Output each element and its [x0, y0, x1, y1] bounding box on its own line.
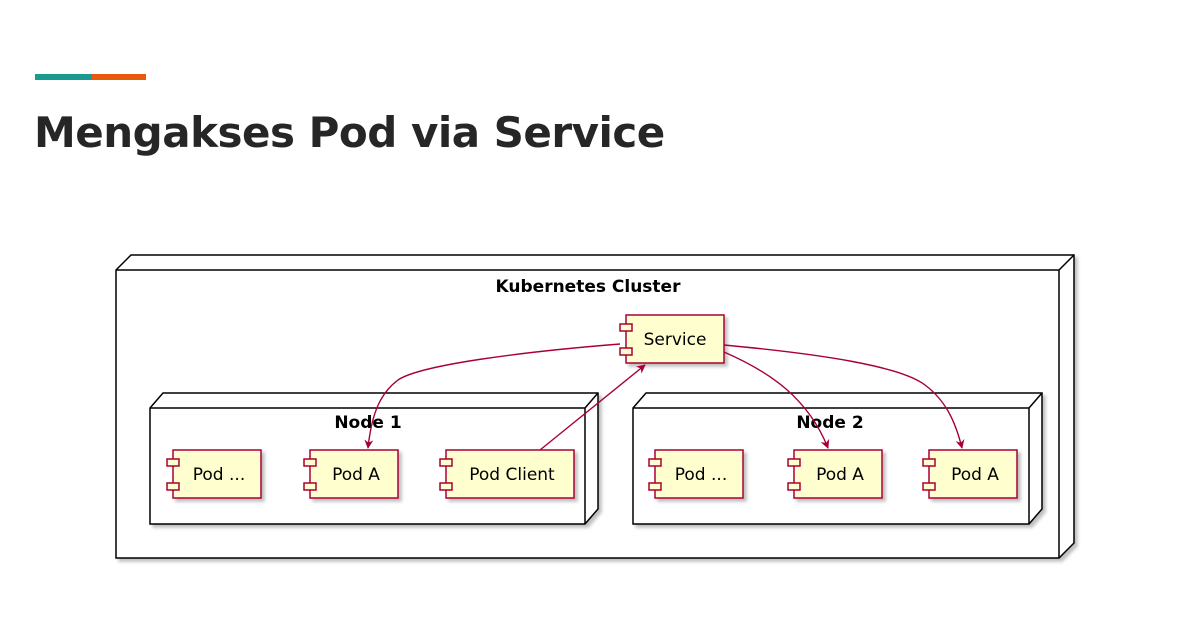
- node-2-pod-3: Pod A: [922, 449, 1018, 499]
- pod-label: Pod A: [332, 465, 380, 485]
- arrow-service-to-node2-pod-a-2: [723, 344, 965, 449]
- pod-label: Pod A: [951, 465, 999, 485]
- cluster-label: Kubernetes Cluster: [496, 277, 682, 297]
- pod-label: Pod Client: [469, 465, 555, 485]
- node-1-pod-3: Pod Client: [439, 449, 575, 499]
- pod-label: Pod ...: [675, 465, 727, 485]
- pod-label: Pod A: [816, 465, 864, 485]
- node-2-pod-2: Pod A: [787, 449, 883, 499]
- node-1-pod-2: Pod A: [303, 449, 399, 499]
- node-1-label: Node 1: [334, 413, 401, 433]
- node-2-label: Node 2: [796, 413, 863, 433]
- service-component: Service: [619, 314, 725, 364]
- page-title: Mengakses Pod via Service: [34, 108, 665, 157]
- pod-label: Pod ...: [193, 465, 245, 485]
- arrow-service-to-node2-pod-a-1: [723, 351, 830, 449]
- service-label: Service: [644, 330, 707, 350]
- accent-bar-teal: [35, 74, 92, 80]
- node-1-pod-1: Pod ...: [166, 449, 262, 499]
- accent-bar-orange: [92, 74, 146, 80]
- arrow-service-to-node1-pod-a: [364, 343, 621, 449]
- node-2-pod-1: Pod ...: [648, 449, 744, 499]
- arrow-pod-client-to-service: [539, 364, 646, 451]
